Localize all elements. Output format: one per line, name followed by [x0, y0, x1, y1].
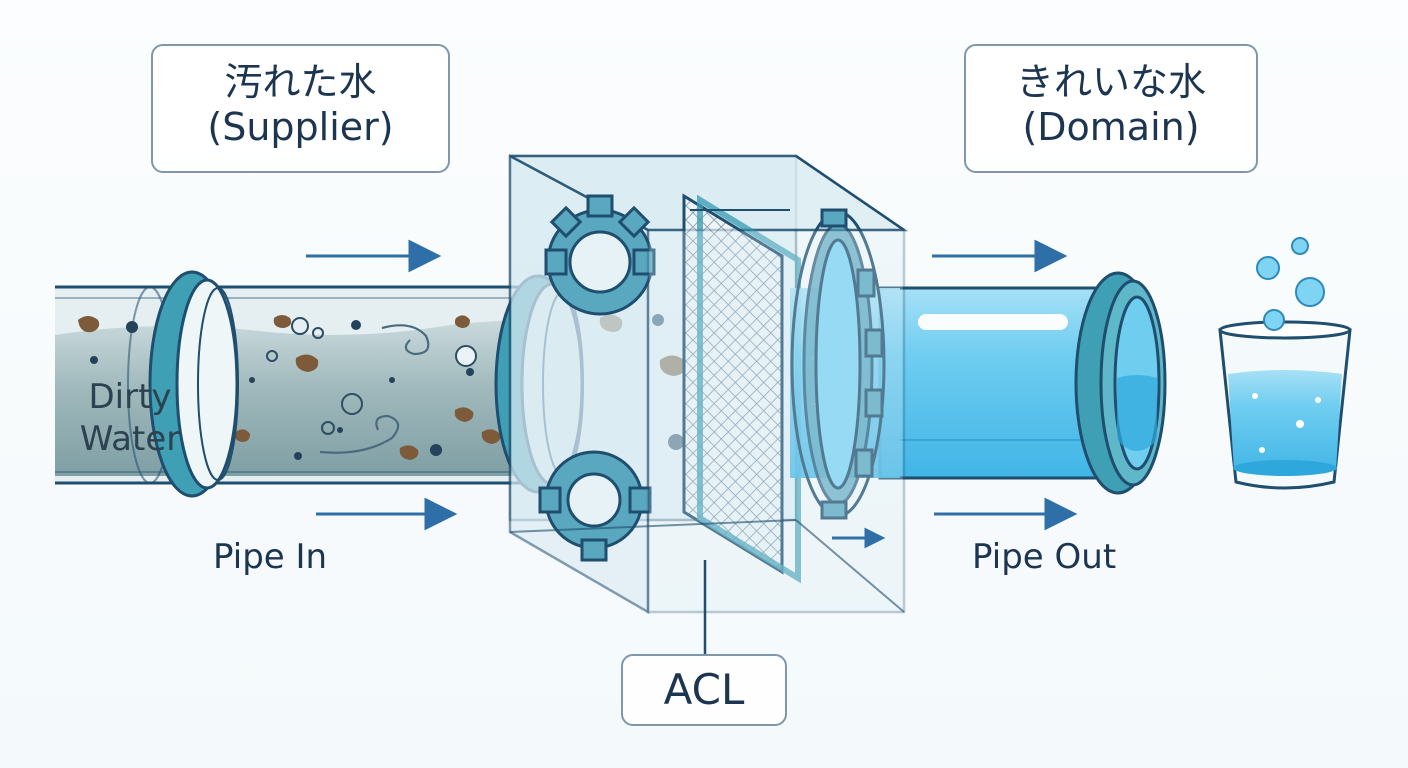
clean-pipe-outlet-ring	[1074, 271, 1167, 495]
mesh-filter	[682, 193, 801, 584]
gear-icon	[790, 208, 886, 520]
dirty-water-line1: Dirty	[88, 377, 172, 417]
gear-icon	[544, 194, 656, 316]
domain-label-jp: きれいな水	[1015, 60, 1206, 104]
left-flange-ring	[148, 270, 239, 498]
acl-label: ACL	[621, 654, 787, 726]
pipe-out-label: Pipe Out	[972, 537, 1117, 577]
water-glass-icon	[1218, 320, 1352, 490]
supplier-label-box: 汚れた水 (Supplier)	[151, 44, 450, 173]
pipe-in-label: Pipe In	[213, 537, 328, 577]
gear-icon	[538, 450, 652, 562]
flow-arrows	[306, 239, 1078, 549]
supplier-label-jp: 汚れた水	[224, 60, 377, 104]
dirty-water-line2: Water	[79, 419, 181, 459]
bubbles-icon	[1256, 237, 1325, 331]
domain-label-en: (Domain)	[1022, 105, 1200, 149]
swirl-marks	[319, 324, 430, 454]
domain-label-box: きれいな水 (Domain)	[964, 44, 1258, 173]
dirty-water-label: Dirty Water	[70, 376, 190, 460]
acl-cube-front	[509, 154, 906, 614]
supplier-label-en: (Supplier)	[207, 105, 394, 149]
